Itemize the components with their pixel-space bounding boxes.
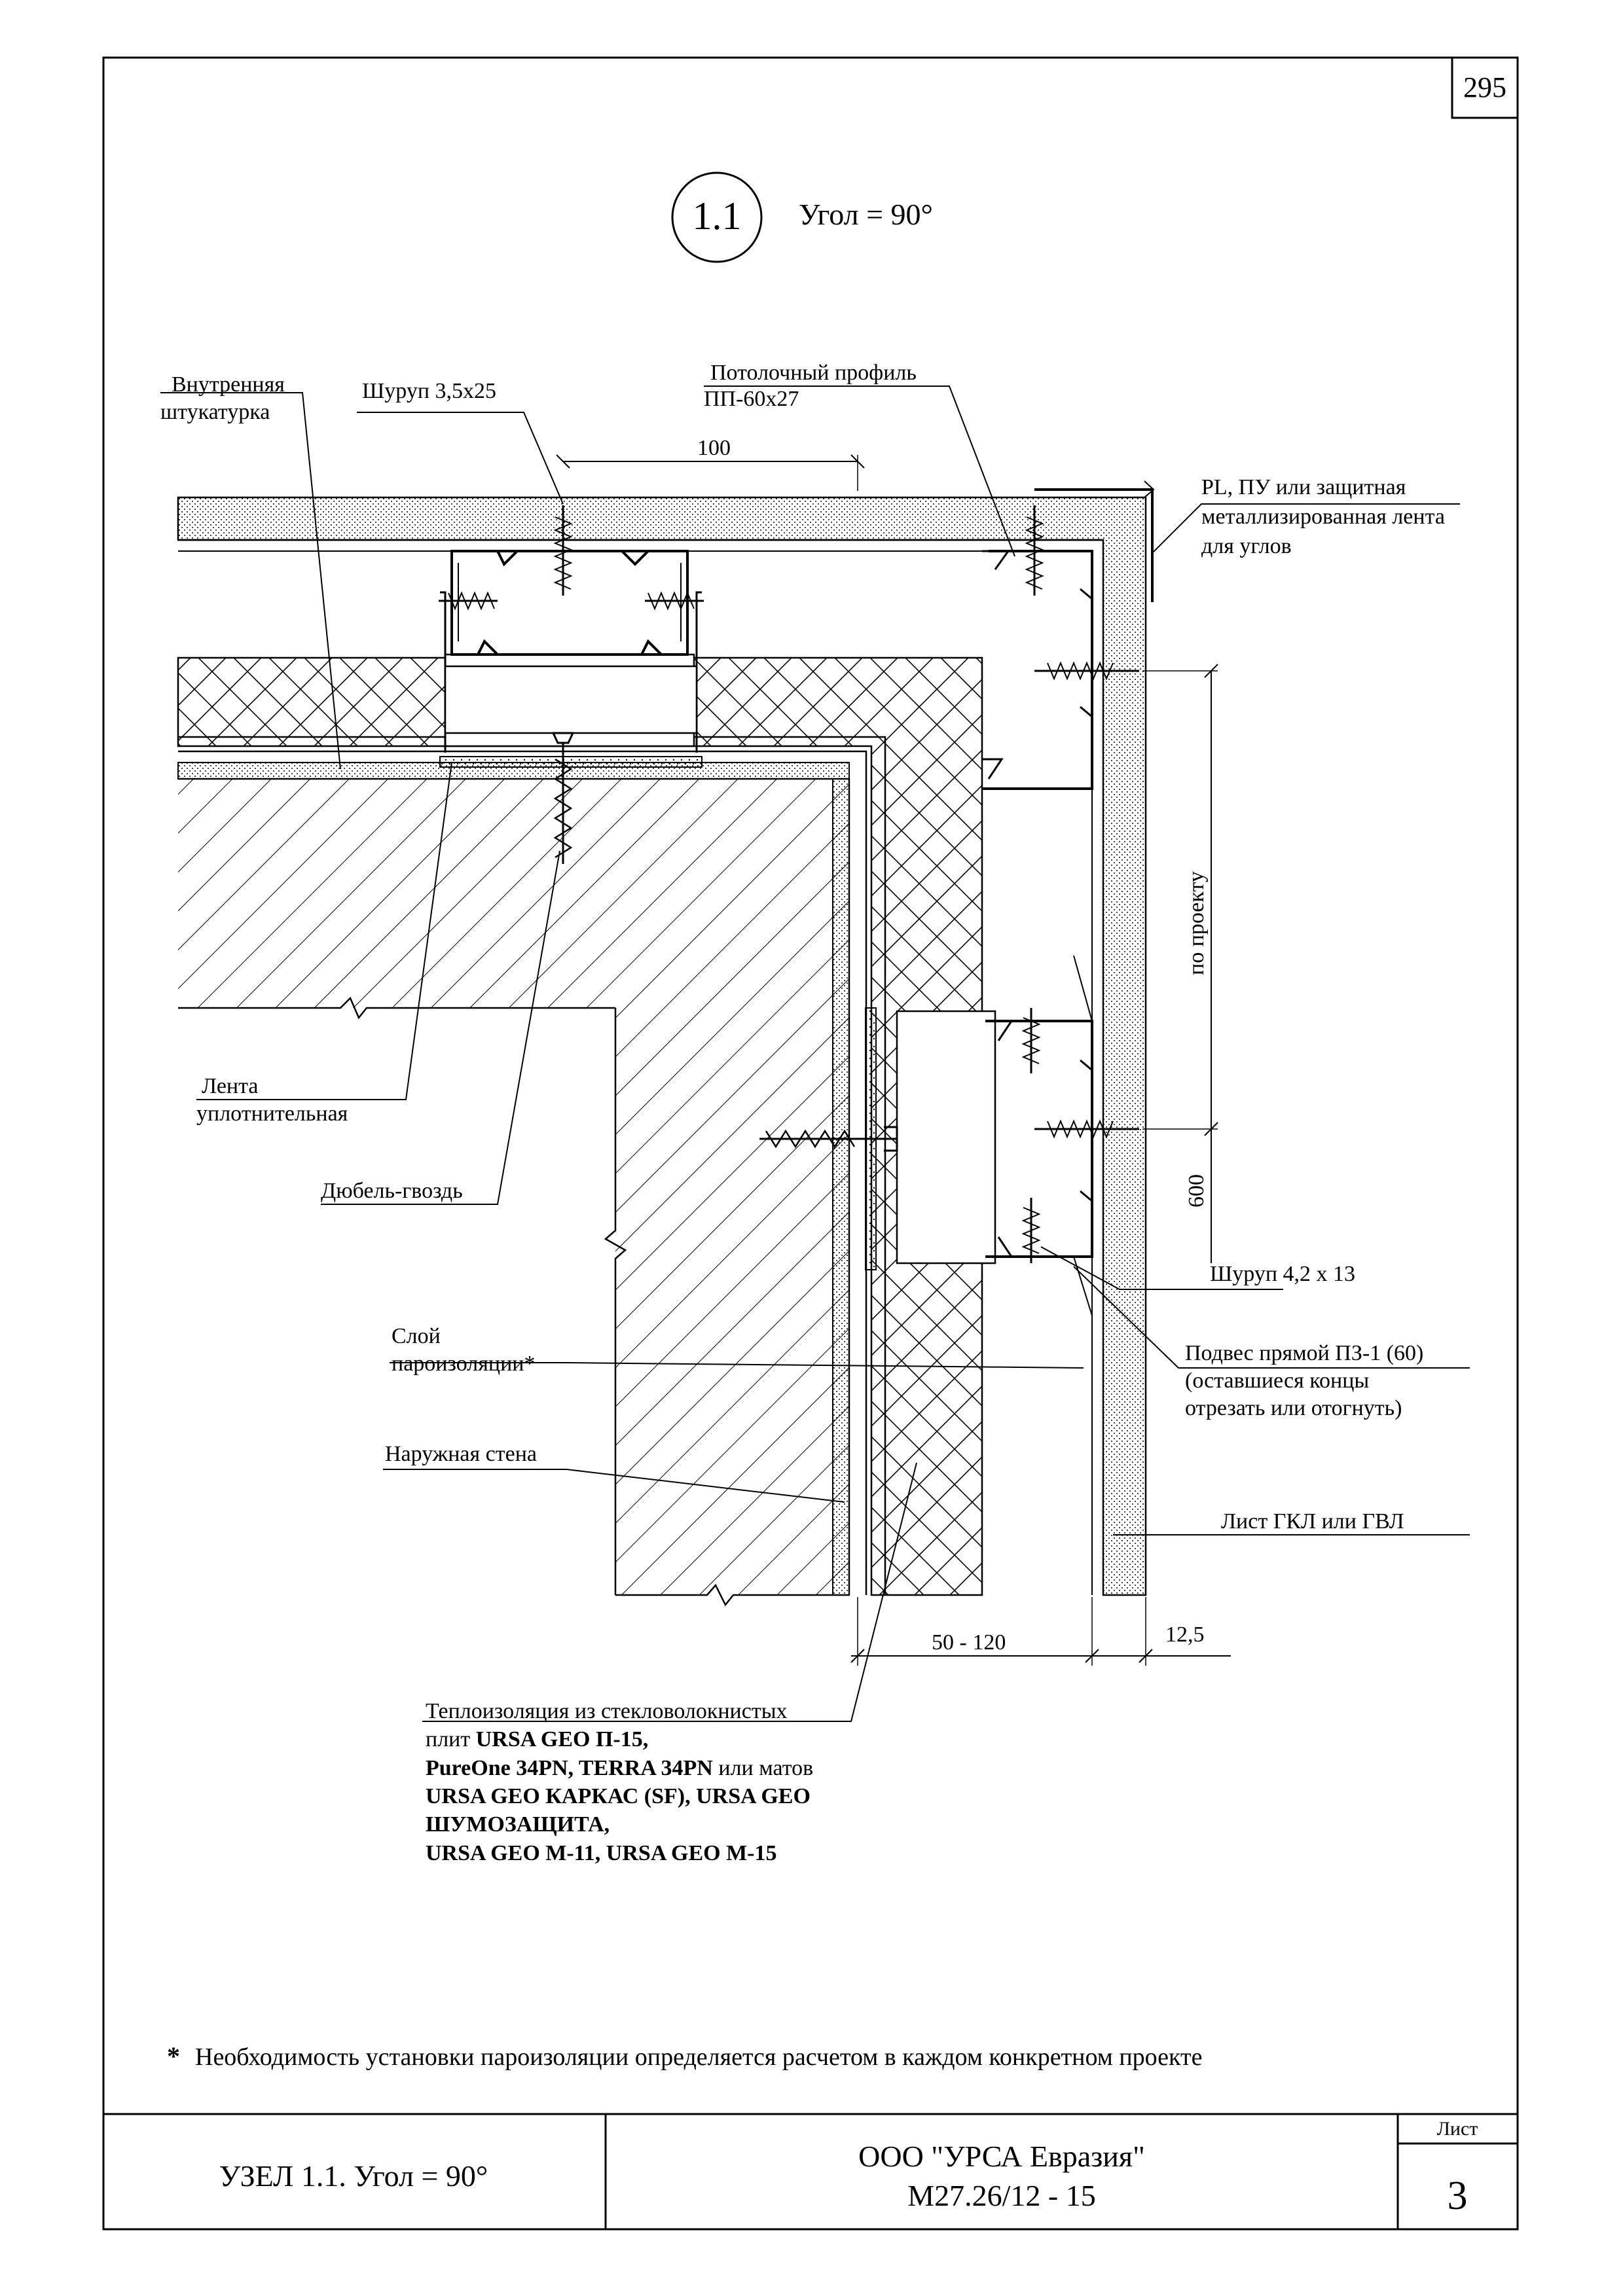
internal-plaster bbox=[177, 762, 850, 1596]
label-sealing-tape-1: Лента bbox=[202, 1074, 258, 1098]
leader-lines bbox=[160, 386, 1470, 1722]
label-insulation-2: плит URSA GEO П-15, bbox=[426, 1727, 648, 1751]
wall-profile-side bbox=[985, 955, 1093, 1316]
dim-100 bbox=[556, 454, 865, 491]
label-hanger-3: отрезать или отогнуть) bbox=[1185, 1396, 1402, 1420]
screw-top-1 bbox=[553, 505, 573, 596]
label-vapor-1: Слой bbox=[392, 1324, 441, 1348]
footnote-text: Необходимость установки пароизоляции опр… bbox=[195, 2043, 1202, 2071]
label-ceiling-profile-1: Потолочный профиль bbox=[710, 361, 917, 385]
label-corner-tape-3: для углов bbox=[1201, 534, 1292, 558]
label-corner-tape-2: металлизированная лента bbox=[1201, 505, 1445, 529]
label-dim-600: 600 bbox=[1184, 1174, 1209, 1208]
label-gkl-sheet: Лист ГКЛ или ГВЛ bbox=[1221, 1509, 1404, 1534]
title-doc-code: М27.26/12 - 15 bbox=[907, 2179, 1096, 2212]
screw-top-2 bbox=[1025, 505, 1044, 596]
outer-wall-section bbox=[178, 778, 850, 1607]
label-dim-100: 100 bbox=[697, 436, 731, 460]
label-outer-wall: Наружная стена bbox=[385, 1442, 537, 1466]
page-number-box bbox=[1451, 56, 1519, 119]
label-insulation-5: ШУМОЗАЩИТА, bbox=[426, 1812, 610, 1837]
label-insulation-4: URSA GEO КАРКАС (SF), URSA GEO bbox=[426, 1784, 811, 1808]
label-dowel: Дюбель-гвоздь bbox=[321, 1179, 463, 1203]
title-sheet-label: Лист bbox=[1437, 2118, 1478, 2140]
screw-wall-1 bbox=[1034, 661, 1139, 681]
label-insulation-2a: плит bbox=[426, 1727, 476, 1751]
dim-bottom bbox=[850, 1597, 1231, 1666]
corner-tape bbox=[1034, 488, 1154, 602]
label-inner-plaster-2: штукатурка bbox=[160, 400, 270, 424]
page-number: 295 bbox=[1463, 71, 1506, 103]
profile-gap-side bbox=[896, 1010, 996, 1265]
title-sheet-number: 3 bbox=[1448, 2174, 1468, 2218]
label-screw-top: Шуруп 3,5х25 bbox=[362, 379, 496, 403]
hanger-top bbox=[440, 591, 702, 753]
screw-wall-2 bbox=[1034, 1119, 1139, 1139]
label-insulation-2b: URSA GEO П-15, bbox=[476, 1727, 649, 1751]
screw-profile-side-1 bbox=[1021, 1008, 1041, 1073]
label-corner-tape-1: PL, ПУ или защитная bbox=[1201, 475, 1406, 499]
label-sealing-tape-2: уплотнительная bbox=[196, 1102, 348, 1126]
label-hanger-1: Подвес прямой ПЗ-1 (60) bbox=[1185, 1341, 1423, 1365]
corner-tape-tip bbox=[1144, 480, 1155, 498]
label-insulation-1: Теплоизоляция из стекловолокнистых bbox=[426, 1699, 788, 1723]
label-vapor-2: пароизоляции* bbox=[392, 1352, 535, 1376]
page-title: Угол = 90° bbox=[799, 198, 933, 231]
dowel-nail-side bbox=[759, 1126, 898, 1152]
sealing-tape-top bbox=[439, 756, 702, 768]
node-number-circle bbox=[671, 171, 763, 263]
label-dim-12-5: 12,5 bbox=[1165, 1623, 1205, 1647]
ceiling-profile-top bbox=[450, 550, 689, 656]
label-screw-side: Шуруп 4,2 х 13 bbox=[1210, 1262, 1355, 1286]
title-block: УЗЕЛ 1.1. Угол = 90° ООО "УРСА Евразия" … bbox=[103, 2113, 1518, 2229]
screw-hanger-left bbox=[439, 591, 498, 611]
dim-vertical bbox=[1142, 664, 1218, 1263]
screw-profile-side-2 bbox=[1021, 1198, 1041, 1263]
insulation-layer bbox=[177, 656, 983, 1596]
label-insulation-6: URSA GEO М-11, URSA GEO М-15 bbox=[426, 1841, 776, 1865]
label-hanger-2: (оставшиеся концы bbox=[1185, 1369, 1369, 1393]
label-inner-plaster-1: Внутренняя bbox=[172, 372, 285, 397]
screw-hanger-right bbox=[645, 591, 704, 611]
label-insulation-3a: PureOne 34PN, TERRA 34PN bbox=[426, 1756, 713, 1780]
dowel-nail-top bbox=[551, 732, 575, 864]
footnote-mark: * bbox=[167, 2041, 180, 2071]
label-per-project: по проекту bbox=[1184, 871, 1209, 975]
label-insulation-3b: или матов bbox=[713, 1756, 813, 1780]
node-number: 1.1 bbox=[693, 194, 742, 238]
labels: Внутренняя штукатурка Шуруп 3,5х25 Потол… bbox=[160, 361, 1445, 1865]
label-ceiling-profile-2: ПП-60х27 bbox=[704, 387, 799, 411]
label-dim-50-120: 50 - 120 bbox=[932, 1630, 1006, 1655]
sheet-frame bbox=[102, 56, 1519, 2231]
vapor-barrier bbox=[178, 750, 867, 1595]
title-company: ООО "УРСА Евразия" bbox=[858, 2140, 1145, 2173]
label-insulation-3: PureOne 34PN, TERRA 34PN или матов bbox=[426, 1756, 813, 1780]
title-node: УЗЕЛ 1.1. Угол = 90° bbox=[219, 2159, 488, 2193]
